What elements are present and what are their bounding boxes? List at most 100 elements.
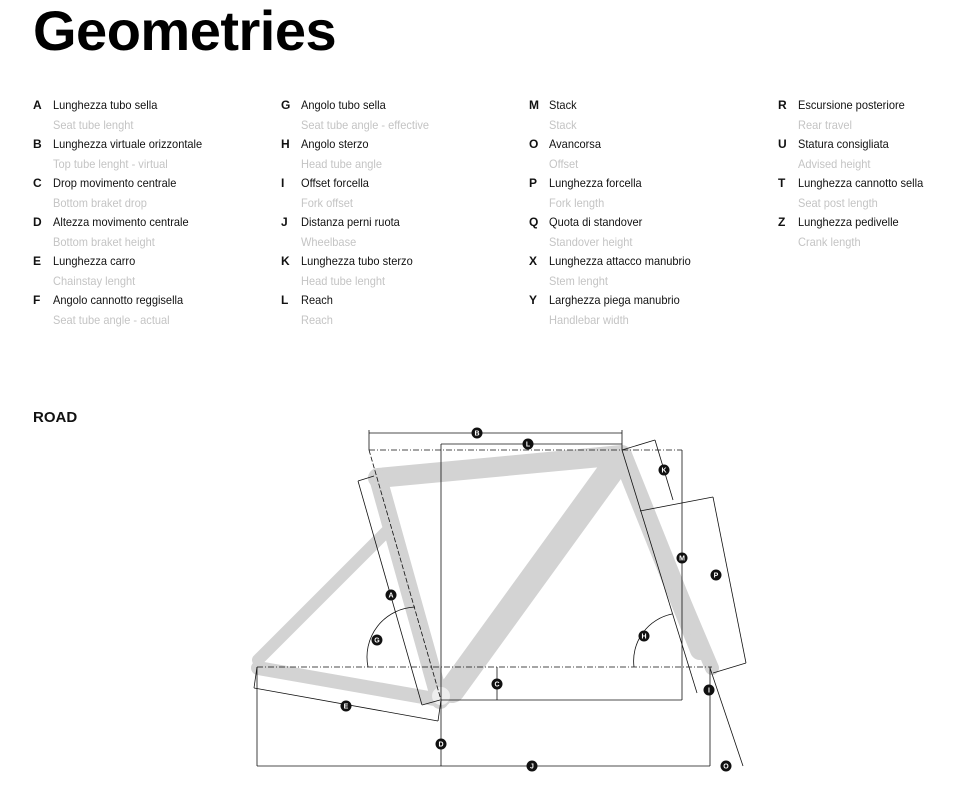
label-letter: C	[494, 682, 499, 689]
label-letter: D	[438, 742, 443, 749]
legend-italian-label: Angolo cannotto reggisella	[53, 293, 184, 307]
dimension-label-c: C	[491, 678, 503, 690]
legend-letter: U	[778, 137, 787, 151]
page-title: Geometries	[33, 0, 337, 62]
label-letter: E	[344, 704, 349, 711]
legend-english-label: Offset	[549, 157, 579, 171]
legend-letter: A	[33, 98, 42, 112]
legend-english-label: Reach	[301, 313, 333, 327]
dimension-label-j: J	[526, 760, 538, 772]
legend-english-label: Handlebar width	[549, 313, 629, 327]
label-letter: O	[723, 764, 729, 771]
legend-letter: C	[33, 176, 42, 190]
legend-english-label: Seat tube lenght	[53, 118, 134, 132]
legend-italian-label: Lunghezza forcella	[549, 176, 642, 190]
dimension-label-e: E	[340, 700, 352, 712]
legend-letter: X	[529, 254, 538, 268]
legend-letter: G	[281, 98, 291, 112]
label-badge	[522, 438, 534, 450]
legend-english-label: Seat post length	[798, 196, 878, 210]
label-badge	[710, 569, 722, 581]
legend-letter: T	[778, 176, 786, 190]
dimension-label-p: P	[710, 569, 722, 581]
dimension-label-g: G	[371, 634, 383, 646]
legend-italian-label: Altezza movimento centrale	[53, 215, 189, 229]
legend-italian-label: Quota di standover	[549, 215, 643, 229]
legend-letter: B	[33, 137, 42, 151]
legend-letter: F	[33, 293, 41, 307]
legend-letter: R	[778, 98, 787, 112]
legend-letter: Z	[778, 215, 786, 229]
legend-letter: D	[33, 215, 42, 229]
legend-italian-label: Drop movimento centrale	[53, 176, 177, 190]
legend-english-label: Fork length	[549, 196, 605, 210]
label-letter: H	[641, 634, 646, 641]
legend-english-label: Head tube angle	[301, 157, 383, 171]
label-letter: B	[474, 431, 479, 438]
label-badge	[638, 630, 650, 642]
legend-italian-label: Larghezza piega manubrio	[549, 293, 680, 307]
label-letter: P	[714, 573, 719, 580]
legend-english-label: Bottom braket drop	[53, 196, 147, 210]
label-badge	[340, 700, 352, 712]
label-letter: G	[374, 638, 380, 645]
legend-italian-label: Lunghezza attacco manubrio	[549, 254, 691, 268]
legend-letter: I	[281, 176, 285, 190]
legend-letter: L	[281, 293, 289, 307]
section-title-road: ROAD	[33, 409, 78, 426]
label-letter: K	[661, 468, 666, 475]
label-letter: A	[388, 593, 393, 600]
dimension-label-i: I	[703, 684, 715, 696]
legend-english-label: Seat tube angle - effective	[301, 118, 430, 132]
legend-italian-label: Lunghezza carro	[53, 254, 136, 268]
dimension-label-m: M	[676, 552, 688, 564]
label-badge	[526, 760, 538, 772]
label-letter: M	[679, 556, 685, 563]
legend-italian-label: Lunghezza pedivelle	[798, 215, 899, 229]
legend-italian-label: Offset forcella	[301, 176, 369, 190]
legend-letter: O	[529, 137, 539, 151]
label-badge	[658, 464, 670, 476]
dimension-label-k: K	[658, 464, 670, 476]
legend-italian-label: Angolo tubo sella	[301, 98, 386, 112]
label-badge	[435, 738, 447, 750]
legend-english-label: Standover height	[549, 235, 633, 249]
legend-english-label: Rear travel	[798, 118, 852, 132]
label-badge	[371, 634, 383, 646]
dimension-label-d: D	[435, 738, 447, 750]
legend-english-label: Bottom braket height	[53, 235, 155, 249]
dimension-label-h: H	[638, 630, 650, 642]
legend-english-label: Crank length	[798, 235, 861, 249]
legend-italian-label: Angolo sterzo	[301, 137, 369, 151]
dimension-label-a: A	[385, 589, 397, 601]
legend-english-label: Advised height	[798, 157, 871, 171]
legend-letter: Q	[529, 215, 539, 229]
legend-letter: Y	[529, 293, 538, 307]
legend-letter: H	[281, 137, 290, 151]
legend-italian-label: Avancorsa	[549, 137, 601, 151]
legend-english-label: Wheelbase	[301, 235, 357, 249]
legend-letter: P	[529, 176, 538, 190]
legend-english-label: Seat tube angle - actual	[53, 313, 170, 327]
legend-letter: E	[33, 254, 42, 268]
bike-frame	[251, 445, 719, 709]
